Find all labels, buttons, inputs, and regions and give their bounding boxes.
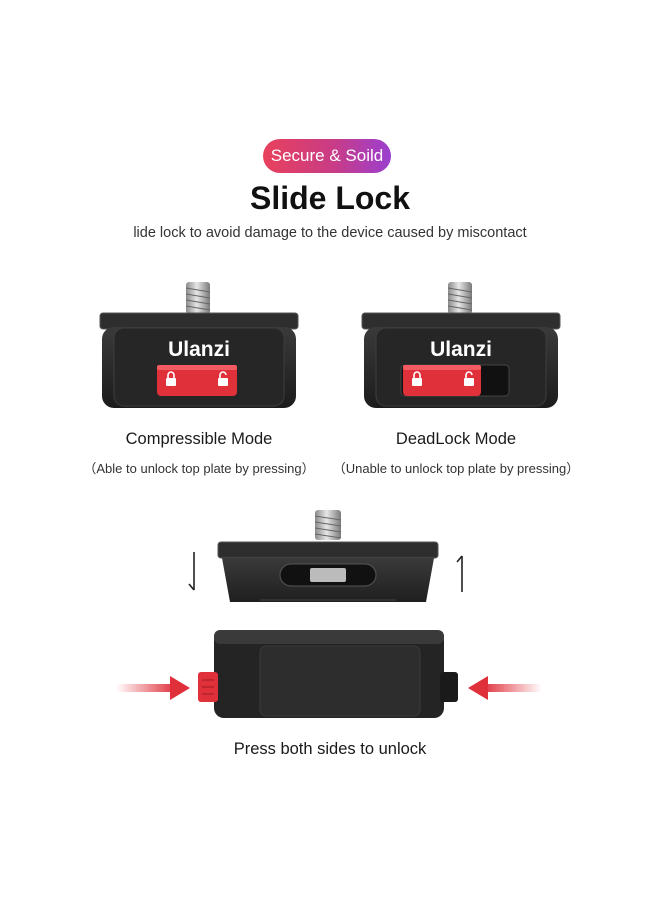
lock-slider <box>403 365 481 396</box>
compressible-mode-product-image: Ulanzi <box>99 282 299 408</box>
brand-logo: Ulanzi <box>430 338 492 361</box>
mounting-screw <box>448 282 472 314</box>
lock-slider <box>157 365 237 396</box>
deadlock-mode-product-image: Ulanzi <box>361 282 561 408</box>
lock-icon <box>166 371 176 386</box>
exploded-view-image <box>116 510 542 718</box>
unlock-icon <box>464 371 474 386</box>
deadlock-mode-title: DeadLock Mode <box>395 430 517 448</box>
brand-logo: Ulanzi <box>168 338 230 361</box>
arrow-down-icon <box>188 552 195 591</box>
unlock-instruction-caption: Press both sides to unlock <box>233 740 427 758</box>
compressible-mode-description: （Able to unlock top plate by pressing） <box>83 461 315 476</box>
red-arrow-left-icon <box>468 676 542 700</box>
arrow-up-icon <box>456 555 463 592</box>
page-subtitle: lide lock to avoid damage to the device … <box>133 225 527 241</box>
page-title: Slide Lock <box>249 180 411 216</box>
compressible-mode-title: Compressible Mode <box>125 430 273 448</box>
red-arrow-right-icon <box>116 676 190 700</box>
feature-badge: Secure & Soild <box>263 139 391 173</box>
deadlock-mode-description: （Unable to unlock top plate by pressing） <box>332 461 580 476</box>
release-button-right <box>440 672 458 702</box>
unlock-icon <box>218 371 228 386</box>
lock-icon <box>412 371 422 386</box>
mounting-screw <box>186 282 210 314</box>
